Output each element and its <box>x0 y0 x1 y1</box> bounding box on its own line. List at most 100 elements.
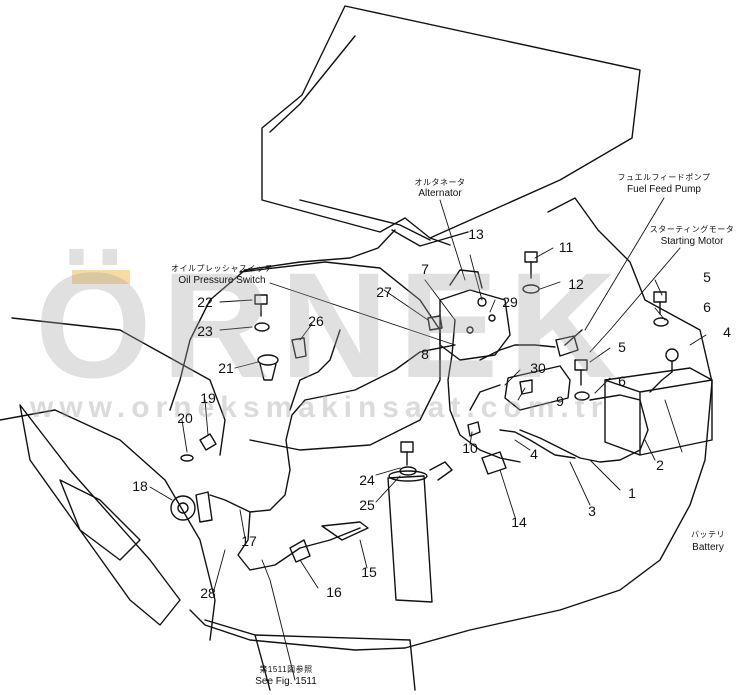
battery-cable-2 <box>649 371 673 393</box>
part-number-28: 28 <box>200 585 216 601</box>
canister-bracket <box>429 461 453 481</box>
washer-20 <box>180 454 194 462</box>
callout-fuel-feed-pump-en: Fuel Feed Pump <box>627 184 701 195</box>
connector-16 <box>289 539 311 563</box>
part-number-25: 25 <box>359 497 375 513</box>
washer-12 <box>522 284 540 294</box>
washer-6-lower <box>574 391 590 401</box>
frame-plate <box>204 619 416 691</box>
boom-cylinder-b <box>59 479 141 561</box>
engine-block-top <box>169 229 396 411</box>
hood-inner-edge <box>269 35 356 133</box>
part-number-4-center: 4 <box>530 446 538 462</box>
washer-6-upper <box>653 317 669 327</box>
bolt-5-upper <box>653 291 667 315</box>
bolt-24 <box>400 441 414 466</box>
part-number-8: 8 <box>421 346 429 362</box>
part-number-23: 23 <box>197 323 213 339</box>
part-number-26: 26 <box>308 313 324 329</box>
part-number-13: 13 <box>468 226 484 242</box>
wiring-harness-up <box>289 329 341 411</box>
part-number-15: 15 <box>361 564 377 580</box>
battery-box <box>604 367 713 456</box>
callout-oil-pressure-switch-en: Oil Pressure Switch <box>178 275 266 286</box>
wiring-harness-main <box>447 319 521 463</box>
bolt-19 <box>199 433 217 451</box>
washer-23 <box>254 322 270 332</box>
fuel-pump-arrow <box>564 329 583 346</box>
part-number-5-upper: 5 <box>703 269 711 285</box>
hood-lower-edge <box>299 199 451 246</box>
part-number-10: 10 <box>462 440 478 456</box>
connector-left <box>195 491 213 523</box>
bolt-11 <box>524 251 538 279</box>
part-number-20: 20 <box>177 410 193 426</box>
leader-lines <box>149 197 707 681</box>
part-number-18: 18 <box>132 478 148 494</box>
part-number-16: 16 <box>326 584 342 600</box>
starting-motor-body <box>504 365 571 411</box>
watermark-word: ÖRNEK <box>35 241 627 409</box>
boom-cylinder-a <box>19 404 181 626</box>
component-18 <box>170 495 196 521</box>
boom-lower-edge <box>0 409 216 641</box>
part-number-2: 2 <box>656 457 664 473</box>
part-number-9: 9 <box>556 393 564 409</box>
wiring-harness-right <box>479 344 556 361</box>
part-number-6-upper: 6 <box>703 299 711 315</box>
fuel-canister <box>387 475 433 603</box>
battery-cable-1 <box>519 394 649 463</box>
washer-25 <box>399 466 417 476</box>
wiring-harness-left <box>209 344 456 513</box>
part-number-11: 11 <box>558 239 574 255</box>
engine-rocker-cover <box>239 261 441 451</box>
wiring-harness-down <box>237 511 361 571</box>
callout-battery-jp: バッテリ <box>691 530 725 539</box>
part-number-17: 17 <box>241 533 257 549</box>
callout-alternator-jp: オルタネータ <box>414 178 466 187</box>
callout-oil-pressure-switch-jp: オイルプレッシャスイッチ <box>171 264 273 273</box>
part-number-19: 19 <box>200 390 216 406</box>
bolt-22 <box>254 294 268 317</box>
component-18-center <box>177 502 189 514</box>
part-number-30: 30 <box>530 360 546 376</box>
oil-pressure-switch-21 <box>257 354 279 381</box>
cable-loop <box>499 429 576 459</box>
alternator-terminal-b <box>488 314 496 322</box>
part-number-27: 27 <box>376 284 392 300</box>
part-number-22: 22 <box>197 294 213 310</box>
callout-fuel-feed-pump-jp: フュエルフィードポンプ <box>617 173 711 182</box>
part-number-24: 24 <box>359 472 375 488</box>
bracket-15 <box>321 521 369 541</box>
callout-starting-motor-jp: スターティングモータ <box>649 225 735 234</box>
alternator-terminal-a <box>477 297 487 307</box>
callout-see-fig-en: See Fig. 1511 <box>255 676 317 687</box>
fuel-feed-pump <box>555 335 579 357</box>
connector-14 <box>481 451 507 475</box>
callout-alternator-en: Alternator <box>418 188 462 199</box>
part-number-29: 29 <box>502 294 518 310</box>
callout-starting-motor-en: Starting Motor <box>660 236 724 247</box>
alternator-fan <box>449 269 483 289</box>
canister-top <box>388 470 428 482</box>
part-number-6-lower: 6 <box>618 373 626 389</box>
battery-terminal-pos <box>665 348 679 362</box>
part-number-14: 14 <box>511 514 527 530</box>
part-number-12: 12 <box>568 276 584 292</box>
part-number-7: 7 <box>421 261 429 277</box>
boom-upper-edge <box>11 317 226 456</box>
connector-26 <box>291 337 307 359</box>
starting-motor-shaft <box>469 384 501 411</box>
part-number-1: 1 <box>628 485 636 501</box>
callout-battery-en: Battery <box>692 542 724 553</box>
watermark-url: www.orneksmakinsaat.com.tr <box>30 391 609 424</box>
part-number-5-lower: 5 <box>618 339 626 355</box>
clip-9 <box>519 379 533 395</box>
bolt-5-lower <box>574 359 588 386</box>
part-number-21: 21 <box>218 360 234 376</box>
part-number-4-right: 4 <box>723 324 731 340</box>
connector-27 <box>427 315 443 331</box>
clip-10 <box>467 421 481 437</box>
engine-hood-outline <box>261 5 641 239</box>
